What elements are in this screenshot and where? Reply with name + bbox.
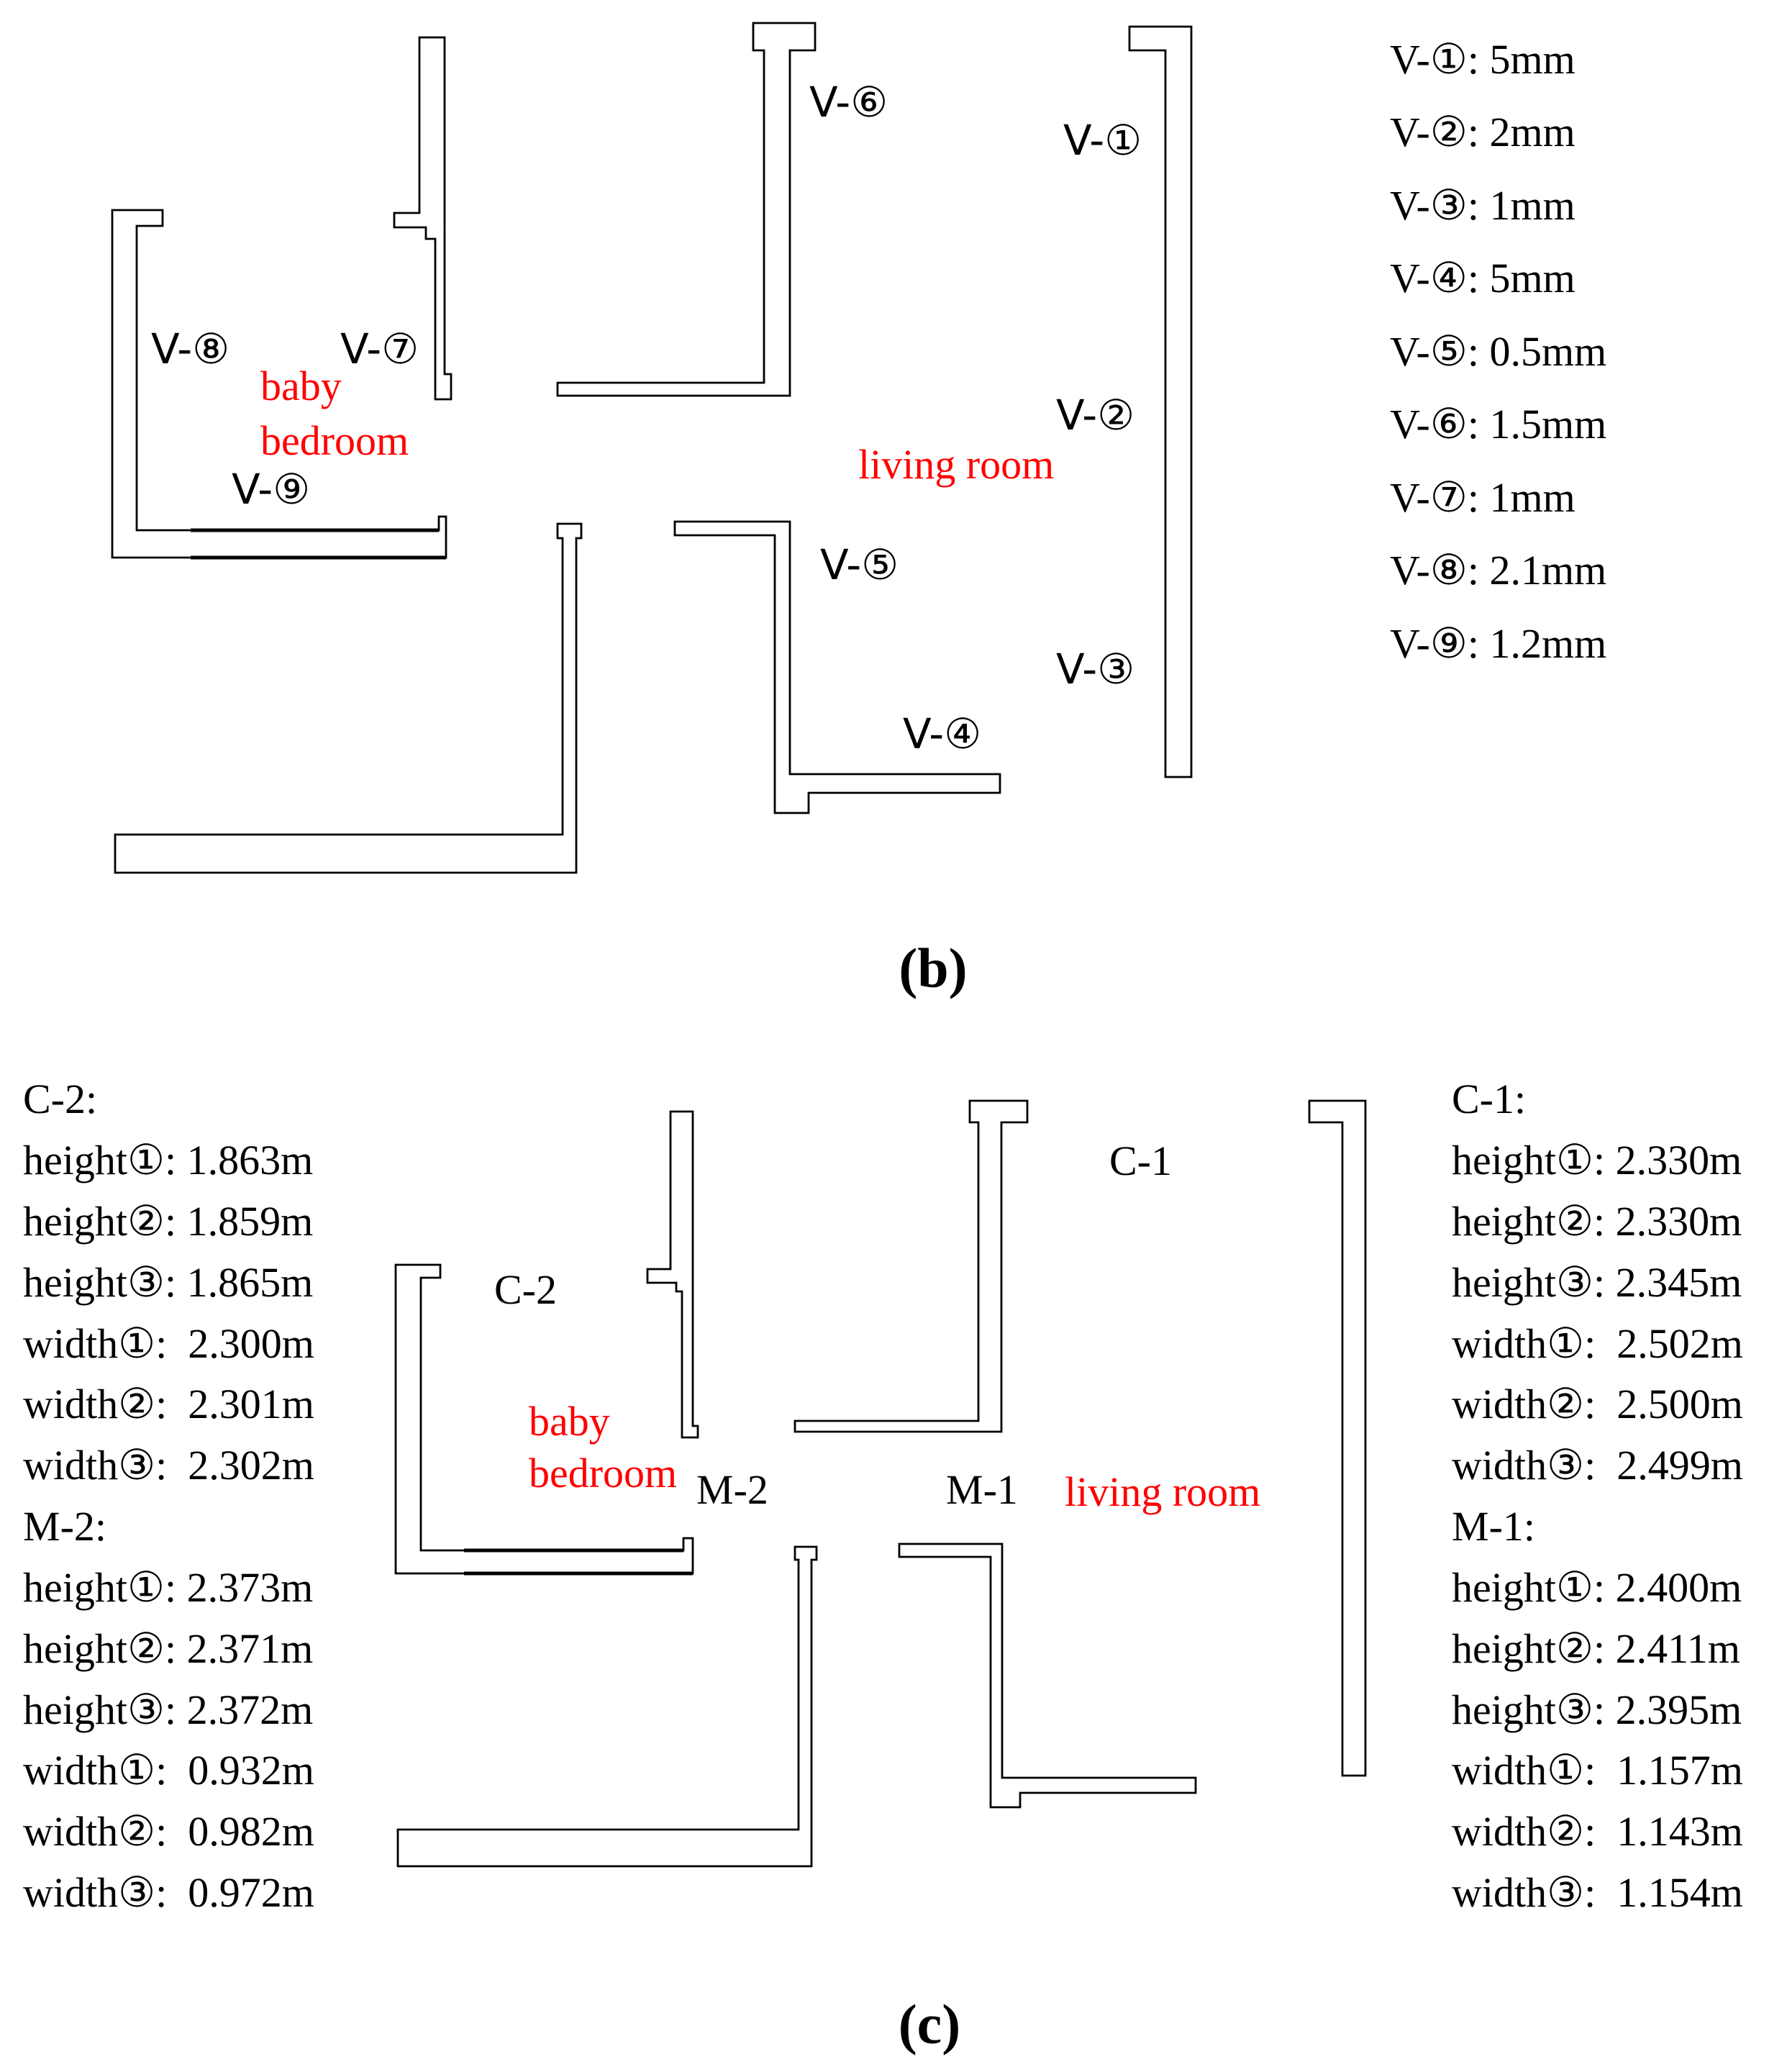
measurement-item: width①: 1.157m: [1452, 1747, 1743, 1794]
measurement-item: width②: 0.982m: [23, 1808, 314, 1855]
label-v7: V-⑦: [340, 324, 419, 373]
panel-caption-b: (b): [899, 937, 967, 999]
label-v1: V-①: [1063, 116, 1142, 165]
measurement-item: height②: 1.859m: [23, 1198, 313, 1245]
panel-c: C-1 C-2 M-1 M-2 baby bedroom living room…: [23, 1076, 1743, 2055]
measurement-item: width③: 1.154m: [1452, 1869, 1743, 1916]
measurement-item: M-1:: [1452, 1503, 1535, 1550]
legend-b: V-①: 5mm V-②: 2mm V-③: 1mm V-④: 5mm V-⑤:…: [1390, 36, 1606, 667]
measurement-item: width③: 0.972m: [23, 1869, 314, 1916]
wall-m1-bottom: [898, 1542, 1197, 1809]
label-v6: V-⑥: [809, 78, 888, 127]
measurement-item: height②: 2.411m: [1452, 1625, 1740, 1672]
wall-c2-right: [646, 1110, 699, 1439]
measurement-item: C-2:: [23, 1076, 97, 1122]
measurement-item: width②: 2.301m: [23, 1381, 314, 1427]
legend-item: V-①: 5mm: [1390, 36, 1575, 83]
legend-item: V-④: 5mm: [1390, 255, 1575, 301]
measurement-item: height②: 2.330m: [1452, 1198, 1742, 1245]
label-v3: V-③: [1056, 645, 1134, 694]
room-label-bedroom: bedroom: [260, 417, 409, 464]
legend-item: V-⑨: 1.2mm: [1390, 620, 1606, 667]
wall-v6: [556, 22, 817, 397]
wall-v5-v4: [673, 520, 1001, 814]
room-label-baby: baby: [260, 363, 342, 409]
wall-baby-bedroom-right: [393, 36, 453, 401]
measurement-item: width①: 0.932m: [23, 1747, 314, 1794]
wall-c1-left: [793, 1099, 1029, 1433]
measurement-item: width③: 2.302m: [23, 1442, 314, 1489]
label-v4: V-④: [903, 709, 981, 758]
measurement-item: width②: 1.143m: [1452, 1808, 1743, 1855]
label-v2: V-②: [1056, 391, 1134, 440]
legend-item: V-⑥: 1.5mm: [1390, 401, 1606, 447]
measurements-c1-m1: C-1: height①: 2.330m height②: 2.330m hei…: [1452, 1076, 1743, 1916]
measurement-item: height①: 1.863m: [23, 1137, 313, 1183]
measurement-item: height③: 2.345m: [1452, 1259, 1742, 1306]
room-label-bedroom: bedroom: [529, 1450, 677, 1496]
measurement-item: height③: 1.865m: [23, 1259, 313, 1306]
wall-m2-bottom: [396, 1545, 818, 1868]
measurement-item: width②: 2.500m: [1452, 1381, 1743, 1427]
label-m2: M-2: [696, 1466, 768, 1513]
label-m1: M-1: [946, 1466, 1018, 1513]
room-label-baby: baby: [529, 1398, 610, 1445]
wall-v1-v2-v3: [1128, 25, 1193, 778]
measurement-item: height②: 2.371m: [23, 1625, 313, 1672]
legend-item: V-⑦: 1mm: [1390, 474, 1575, 521]
legend-item: V-⑧: 2.1mm: [1390, 547, 1606, 594]
panel-caption-c: (c): [899, 1993, 961, 2055]
measurement-item: width③: 2.499m: [1452, 1442, 1743, 1489]
label-c2: C-2: [494, 1266, 557, 1313]
panel-c-walls: [394, 1099, 1367, 1868]
room-label-living-room: living room: [858, 441, 1054, 488]
legend-item: V-③: 1mm: [1390, 182, 1575, 229]
panel-b: V-① V-② V-③ V-④ V-⑤ V-⑥ V-⑦ V-⑧ V-⑨ baby…: [111, 22, 1606, 999]
measurement-item: width①: 2.300m: [23, 1320, 314, 1367]
measurement-item: height①: 2.330m: [1452, 1137, 1742, 1183]
measurement-item: width①: 2.502m: [1452, 1320, 1743, 1367]
measurement-item: height①: 2.400m: [1452, 1564, 1742, 1611]
measurements-c2-m2: C-2: height①: 1.863m height②: 1.859m hei…: [23, 1076, 314, 1916]
label-v5: V-⑤: [820, 540, 899, 589]
measurement-item: height①: 2.373m: [23, 1564, 313, 1611]
wall-corridor-bottom: [114, 522, 583, 874]
measurement-item: height③: 2.395m: [1452, 1686, 1742, 1733]
legend-item: V-②: 2mm: [1390, 109, 1575, 155]
measurement-item: C-1:: [1452, 1076, 1526, 1122]
room-label-living-room: living room: [1065, 1468, 1260, 1515]
legend-item: V-⑤: 0.5mm: [1390, 328, 1606, 375]
wall-c1-right: [1308, 1099, 1367, 1777]
measurement-item: height③: 2.372m: [23, 1686, 313, 1733]
measurement-item: M-2:: [23, 1503, 106, 1550]
label-c1: C-1: [1109, 1137, 1172, 1184]
panel-b-walls: [111, 22, 1193, 874]
label-v9: V-⑨: [232, 465, 310, 514]
label-v8: V-⑧: [151, 324, 229, 373]
